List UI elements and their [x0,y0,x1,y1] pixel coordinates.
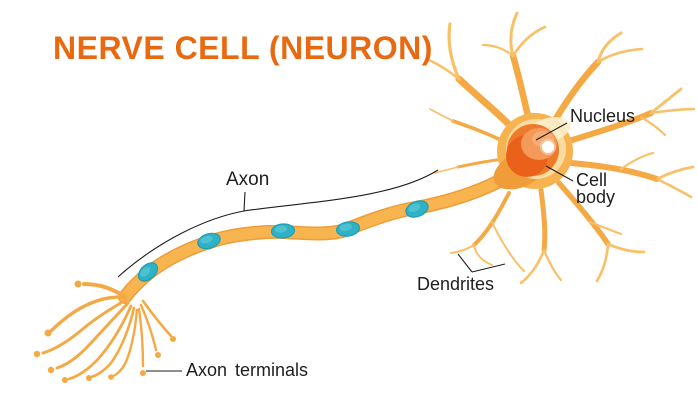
dendrite-branch [538,187,548,253]
dendrite-branch [511,25,547,58]
page-title: NERVE CELL (NEURON) [53,30,433,66]
cell-body-label-line1: Cell [576,170,608,190]
myelin-highlight [339,223,352,231]
terminal-branch [137,307,145,368]
myelin-highlight [140,267,151,277]
terminal-branch [67,304,133,381]
dendrite-branch [568,160,660,182]
myelin-segment [137,262,159,282]
myelin-segment [335,221,361,237]
axon-terminal-bulb [44,329,52,337]
myelin-highlight [200,235,213,244]
dendrite-branch [649,107,696,115]
myelin-highlight [408,203,421,213]
dendrite-branch [588,220,623,236]
dendrite-branch [649,87,683,115]
axon-terminal-bulb [33,350,41,358]
dendrite-branch [566,110,654,144]
dendrite-branch [556,180,611,247]
myelin-segments-group [137,200,429,282]
dendrite-branch [596,31,623,64]
axon-terminal-bulb [140,370,146,376]
myelin-segment [405,200,429,218]
myelin-segment [197,232,221,250]
dendrite-branch [473,244,493,266]
dendrite-branch [639,115,667,137]
axon-terminals-label: Axon terminals [186,360,309,380]
dendrite-branch [606,242,646,254]
terminal-branch [55,301,130,370]
dendrite-branch [655,177,693,199]
dendrite-branch [450,244,475,254]
axon-terminal-bulb [47,366,55,374]
terminal-branch [111,308,139,378]
axon-leader-tick [243,191,246,212]
axon-terminals-group [33,280,176,383]
leader-lines-group [117,122,574,372]
axon-label: Axon [226,169,270,190]
dendrite-branch [427,58,461,81]
axon-terminal-bulb [74,280,82,288]
axon-terminal-bulb [155,352,161,358]
dendrite-branch [519,248,546,285]
cell-body-label-line2: body [576,187,616,207]
dendrite-branch [491,221,525,272]
axon-terminal-bulb [62,377,68,383]
nucleus-shape [506,124,559,177]
terminal-branch [89,306,136,379]
terminal-branch [139,303,158,352]
dendrite-branch [429,108,454,122]
myelin-highlight [274,225,288,233]
dendrite-branch [481,43,515,58]
dendrites-leader-lines [457,253,506,273]
dendrite-branch [472,191,511,247]
dendrite-branch [655,165,695,181]
dendrites-group [427,11,696,285]
terminal-branch [49,295,127,333]
axon-terminal-bulb [86,375,92,381]
dendrite-branch [456,157,506,169]
dendrite-branch [542,248,563,282]
dendrites-label: Dendrites [417,274,495,294]
terminal-branch [141,299,173,338]
cell-body-leader-line [545,165,574,182]
dendrite-branch [619,151,655,171]
dendrite-branch [509,11,519,58]
nucleus-label: Nucleus [570,106,636,126]
terminal-branch [82,282,127,299]
myelin-segment [270,223,296,239]
dendrite-branch [596,47,644,64]
axon-terminal-bulb [108,374,114,380]
dendrite-branch [595,242,610,283]
dendrite-branch [447,22,461,81]
terminal-branch [41,298,128,355]
dendrite-branch [434,166,459,174]
nucleus-glint [542,141,554,153]
cell-body-label: Cell body [576,170,616,207]
axon-terminal-bulb [170,336,176,342]
nucleus-leader-line [535,122,568,141]
